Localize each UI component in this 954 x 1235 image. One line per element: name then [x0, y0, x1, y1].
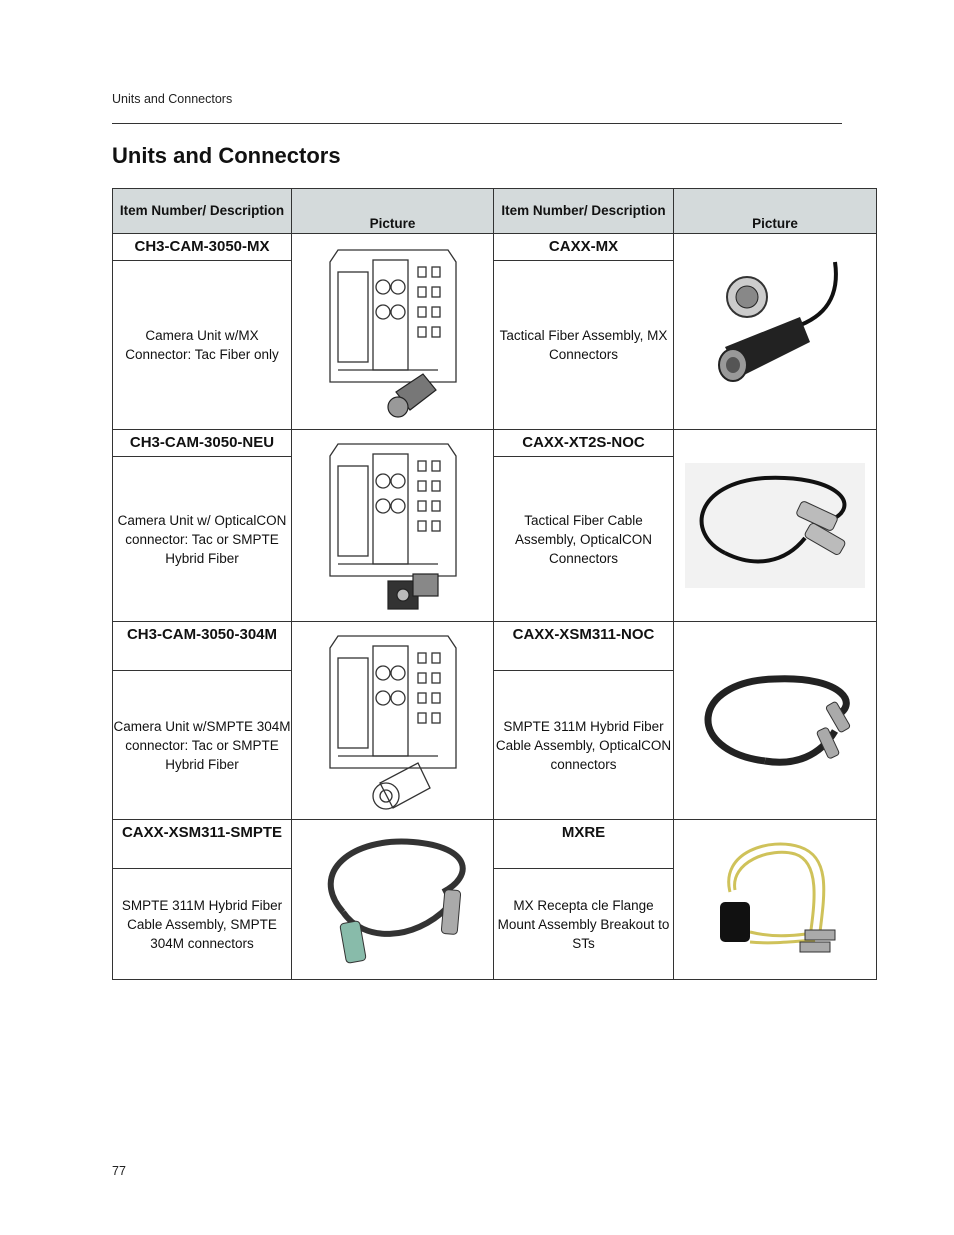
header-item-number: Item Number/ Description: [112, 188, 292, 234]
table-row: CAXX-XSM311-SMPTE MXRE: [112, 819, 877, 980]
camera-unit-opticalcon-image: [328, 442, 457, 610]
item-number: CH3-CAM-3050-MX: [112, 233, 292, 261]
table-row: SMPTE 311M Hybrid Fiber Cable Assembly, …: [112, 868, 877, 980]
item-number: CAXX-XT2S-NOC: [493, 429, 674, 457]
camera-unit-mx-image: [328, 248, 457, 418]
header-picture: Picture: [673, 188, 877, 234]
item-description: MX Recepta cle Flange Mount Assembly Bre…: [493, 868, 674, 980]
item-number: CH3-CAM-3050-NEU: [112, 429, 292, 457]
camera-unit-smpte-image: [328, 635, 457, 810]
item-description: Tactical Fiber Assembly, MX Connectors: [493, 260, 674, 430]
item-number: MXRE: [493, 819, 674, 869]
item-number: CAXX-MX: [493, 233, 674, 261]
table-header-row: Item Number/ Description Picture Item Nu…: [112, 188, 877, 234]
table-row: Camera Unit w/ OpticalCON connector: Tac…: [112, 456, 877, 622]
item-description: SMPTE 311M Hybrid Fiber Cable Assembly, …: [112, 868, 292, 980]
smpte-opticalcon-cable-image: [704, 674, 851, 766]
item-number: CH3-CAM-3050-304M: [112, 621, 292, 671]
table-row: Camera Unit w/MX Connector: Tac Fiber on…: [112, 260, 877, 430]
item-description: Camera Unit w/MX Connector: Tac Fiber on…: [112, 260, 292, 430]
picture-cell: [291, 621, 494, 820]
page-title: Units and Connectors: [112, 143, 341, 168]
table-row: Camera Unit w/SMPTE 304M connector: Tac …: [112, 670, 877, 820]
picture-cell: [291, 233, 494, 430]
mx-connector-image: [718, 261, 838, 382]
header-item-number: Item Number/ Description: [493, 188, 674, 234]
running-header: Units and Connectors: [112, 92, 233, 106]
header-picture: Picture: [291, 188, 494, 234]
table-row: CH3-CAM-3050-NEU: [112, 429, 877, 622]
item-description: Camera Unit w/SMPTE 304M connector: Tac …: [112, 670, 292, 820]
header-rule: [112, 123, 842, 124]
picture-cell: [673, 819, 877, 980]
item-number: CAXX-XSM311-SMPTE: [112, 819, 292, 869]
picture-cell: [673, 621, 877, 820]
table-row: CH3-CAM-3050-MX: [112, 233, 877, 430]
opticalcon-cable-image: [685, 463, 865, 588]
picture-cell: [673, 429, 877, 622]
page-number: 77: [112, 1164, 126, 1178]
smpte-304m-cable-image: [327, 838, 466, 964]
item-number: CAXX-XSM311-NOC: [493, 621, 674, 671]
picture-cell: [291, 429, 494, 622]
item-description: SMPTE 311M Hybrid Fiber Cable Assembly, …: [493, 670, 674, 820]
item-description: Camera Unit w/ OpticalCON connector: Tac…: [112, 456, 292, 622]
mx-receptacle-breakout-image: [720, 842, 836, 953]
picture-cell: [673, 233, 877, 430]
item-description: Tactical Fiber Cable Assembly, OpticalCO…: [493, 456, 674, 622]
picture-cell: [291, 819, 494, 980]
units-table: Item Number/ Description Picture Item Nu…: [112, 188, 877, 980]
table-row: CH3-CAM-3050-304M: [112, 621, 877, 820]
